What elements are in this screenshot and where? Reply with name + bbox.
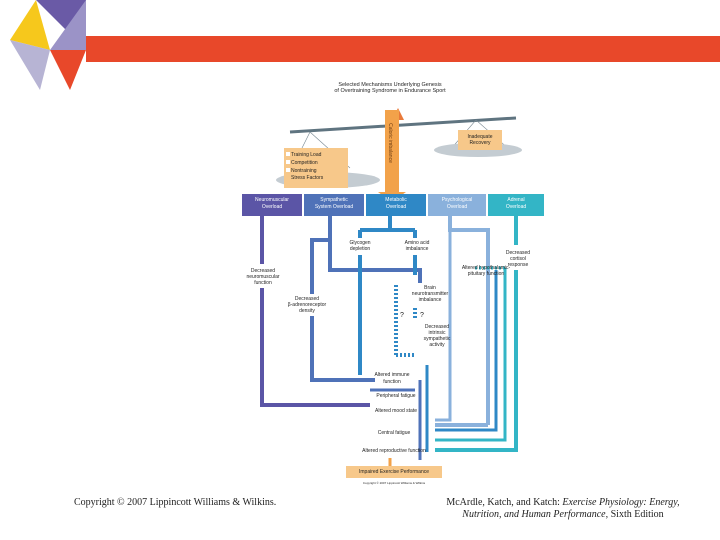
corner-decoration xyxy=(10,0,86,90)
dec-symp-line2: intrinsic xyxy=(428,330,446,336)
dec-beta-line2: β-adrenoreceptor xyxy=(287,302,327,308)
header-psychological-line2: Overload xyxy=(446,204,468,210)
header-sympathetic-line2: System Overload xyxy=(314,204,354,210)
citation-edition: Sixth Edition xyxy=(610,509,664,520)
altered-hpf-line1: Altered hypothalamic- xyxy=(461,265,511,271)
left-pan-item: Stress Factors xyxy=(291,175,324,181)
central-fatigue: Central fatigue xyxy=(377,430,411,436)
figure-panel: Selected Mechanisms Underlying Genesis o… xyxy=(240,80,546,488)
header-adrenal-line2: Overload xyxy=(505,204,527,210)
dec-neuro-line3: function xyxy=(254,280,272,286)
header-sympathetic-line1: Sympathetic xyxy=(320,197,348,203)
header-metabolic-line2: Overload xyxy=(385,204,407,210)
header-neuromuscular-line1: Neuromuscular xyxy=(255,197,289,203)
dec-neuro-line2: neuromuscular xyxy=(246,274,280,280)
left-pan-item: Nontraining xyxy=(291,168,317,174)
glycogen-line1: Glycogen xyxy=(349,240,371,246)
brain-line2: neurotransmitter xyxy=(411,291,449,297)
amino-line1: Amino acid xyxy=(404,240,430,246)
copyright-text: Copyright © 2007 Lippincott Williams & W… xyxy=(74,497,277,508)
question-mark: ? xyxy=(420,312,424,319)
header-neuromuscular-line2: Overload xyxy=(261,204,283,210)
header-metabolic-line1: Metabolic xyxy=(385,197,407,203)
dec-beta-line1: Decreased xyxy=(294,296,320,302)
citation-authors: McArdle, Katch, and Katch: xyxy=(446,497,560,508)
title-bar xyxy=(86,36,720,62)
dec-cortisol-line2: cortisol xyxy=(510,256,526,262)
impaired-performance: Impaired Exercise Performance xyxy=(358,469,430,475)
left-pan-item: Training Load xyxy=(291,152,322,158)
figure-copyright: Copyright © 2007 Lippincott Williams & W… xyxy=(362,481,426,485)
dec-symp-line4: activity xyxy=(429,342,445,348)
dec-cortisol-line1: Decreased xyxy=(505,250,531,256)
figure-title-line1: Selected Mechanisms Underlying Genesis xyxy=(338,82,442,88)
dec-cortisol-line3: response xyxy=(507,262,529,268)
dec-symp-line3: sympathetic xyxy=(423,336,451,342)
inadequate-recovery-line1: Inadequate xyxy=(467,134,493,140)
brain-line3: imbalance xyxy=(418,297,442,303)
citation-title-1: Exercise Physiology: Energy, xyxy=(562,497,680,508)
dec-beta-line3: density xyxy=(299,308,315,314)
brain-line1: Brain xyxy=(424,285,436,291)
peripheral-fatigue: Peripheral fatigue xyxy=(376,393,416,399)
inadequate-recovery-line2: Recovery xyxy=(469,140,491,146)
diagram-graphics xyxy=(242,108,544,478)
dec-neuro-line1: Decreased xyxy=(250,268,276,274)
figure-title-line2: of Overtraining Syndrome in Endurance Sp… xyxy=(334,88,446,94)
header-adrenal-line1: Adrenal xyxy=(507,197,525,203)
question-mark: ? xyxy=(400,312,404,319)
glycogen-line2: depletion xyxy=(349,246,371,252)
left-pan-item: Competition xyxy=(291,160,318,166)
citation: McArdle, Katch, and Katch: Exercise Phys… xyxy=(438,497,688,521)
caloric-imbalance-label: Caloric imbalance xyxy=(387,123,393,163)
amino-line2: imbalance xyxy=(405,246,429,252)
altered-reproductive: Altered reproductive function xyxy=(362,448,426,454)
header-psychological-line1: Psychological xyxy=(441,197,473,203)
altered-mood: Altered mood state xyxy=(375,408,417,414)
citation-title-2: Nutrition, and Human Performance, xyxy=(462,509,609,520)
altered-hpf-line2: pituitary function xyxy=(467,271,505,277)
immune-line2: function xyxy=(383,379,401,385)
dec-symp-line1: Decreased xyxy=(424,324,450,330)
immune-line1: Altered immune xyxy=(374,372,410,378)
